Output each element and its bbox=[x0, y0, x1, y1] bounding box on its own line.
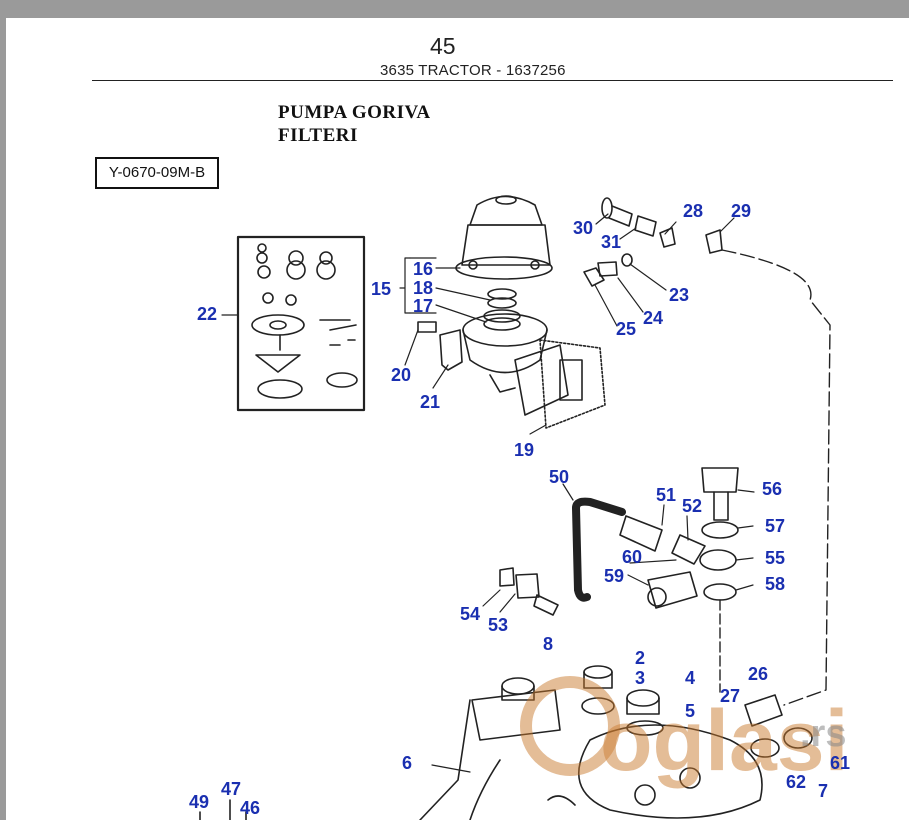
seal-kit-box bbox=[236, 235, 366, 412]
callout-57: 57 bbox=[765, 516, 785, 536]
callout-47: 47 bbox=[221, 779, 241, 799]
callout-53: 53 bbox=[488, 615, 508, 635]
callout-6: 6 bbox=[402, 753, 412, 773]
callout-50: 50 bbox=[549, 467, 569, 487]
callout-16: 16 bbox=[413, 259, 433, 279]
callout-27: 27 bbox=[720, 686, 740, 706]
callout-7: 7 bbox=[818, 781, 828, 801]
callout-3: 3 bbox=[635, 668, 645, 688]
callout-4: 4 bbox=[685, 668, 695, 688]
callout-5: 5 bbox=[685, 701, 695, 721]
callout-22: 22 bbox=[197, 304, 217, 324]
callout-28: 28 bbox=[683, 201, 703, 221]
watermark-suffix: .rs bbox=[800, 713, 846, 755]
section-title-line2: FILTERI bbox=[278, 125, 358, 146]
callout-17: 17 bbox=[413, 296, 433, 316]
header-rule bbox=[92, 80, 893, 81]
fuel-pump bbox=[417, 195, 606, 429]
callout-20: 20 bbox=[391, 365, 411, 385]
fuel-line bbox=[499, 467, 739, 616]
callout-18: 18 bbox=[413, 278, 433, 298]
callout-49: 49 bbox=[189, 792, 209, 812]
callout-21: 21 bbox=[420, 392, 440, 412]
callout-15: 15 bbox=[371, 279, 391, 299]
callout-56: 56 bbox=[762, 479, 782, 499]
viewer-top-bar bbox=[0, 0, 909, 18]
callout-29: 29 bbox=[731, 201, 751, 221]
section-title-line1: PUMPA GORIVA bbox=[278, 102, 431, 123]
callout-55: 55 bbox=[765, 548, 785, 568]
callout-25: 25 bbox=[616, 319, 636, 339]
callout-61: 61 bbox=[830, 753, 850, 773]
callout-54: 54 bbox=[460, 604, 480, 624]
leader-lines bbox=[221, 213, 755, 773]
callout-30: 30 bbox=[573, 218, 593, 238]
callout-31: 31 bbox=[601, 232, 621, 252]
callout-8: 8 bbox=[543, 634, 553, 654]
callout-46: 46 bbox=[240, 798, 260, 818]
callout-52: 52 bbox=[682, 496, 702, 516]
diagram-code-box: Y-0670-09M-B bbox=[95, 157, 219, 189]
page-number: 45 bbox=[430, 33, 456, 59]
callout-24: 24 bbox=[643, 308, 663, 328]
page-subtitle: 3635 TRACTOR - 1637256 bbox=[380, 62, 566, 79]
callout-60: 60 bbox=[622, 547, 642, 567]
watermark-brand: oglasi bbox=[600, 693, 849, 789]
viewer-left-bar bbox=[0, 0, 6, 820]
callout-19: 19 bbox=[514, 440, 534, 460]
callout-62: 62 bbox=[786, 772, 806, 792]
callout-51: 51 bbox=[656, 485, 676, 505]
callout-59: 59 bbox=[604, 566, 624, 586]
callout-26: 26 bbox=[748, 664, 768, 684]
watermark: oglasi .rs bbox=[520, 676, 849, 789]
callout-23: 23 bbox=[669, 285, 689, 305]
callout-2: 2 bbox=[635, 648, 645, 668]
engine-block bbox=[199, 665, 813, 820]
callout-58: 58 bbox=[765, 574, 785, 594]
